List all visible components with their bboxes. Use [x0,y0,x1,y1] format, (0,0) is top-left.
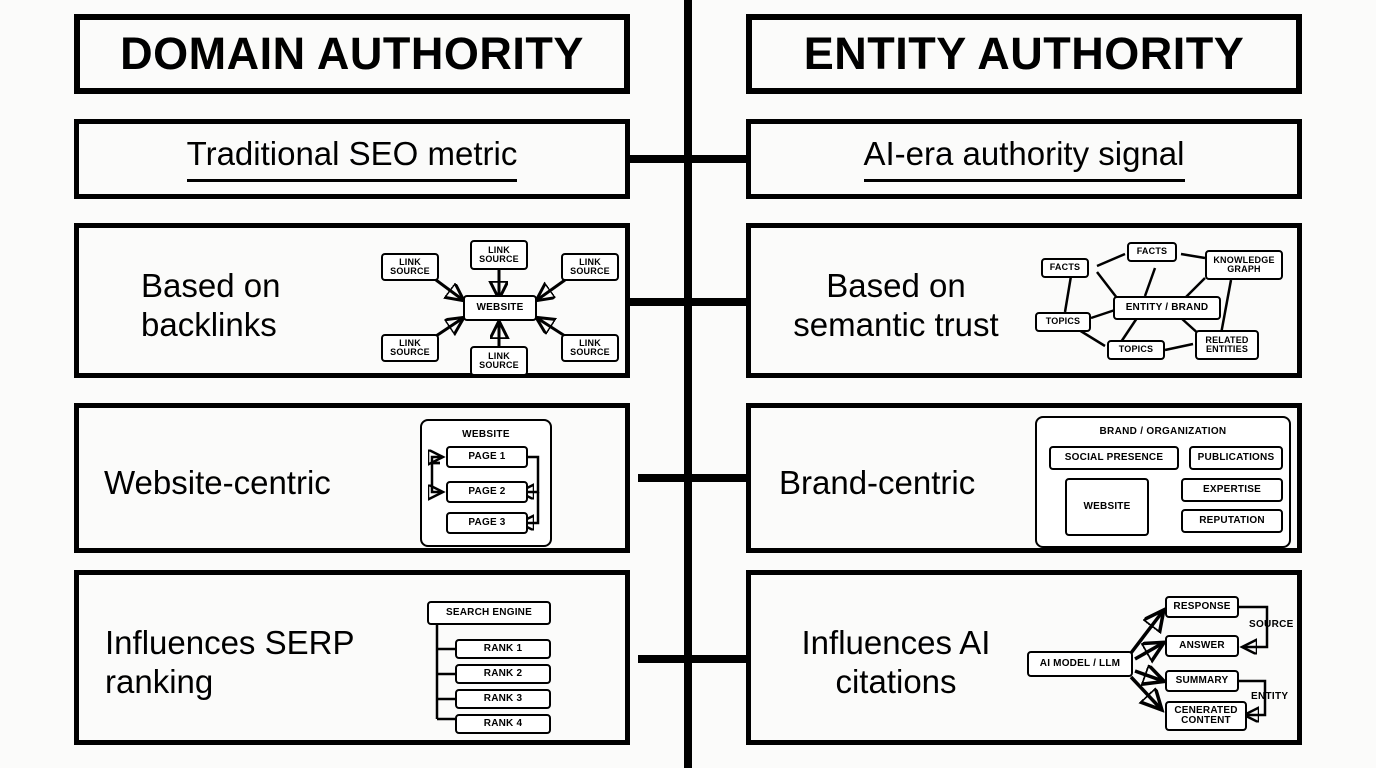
website-page-2: PAGE 2 [446,481,528,503]
ai-root-node: AI MODEL / LLM [1027,651,1133,677]
website-page-3: PAGE 3 [446,512,528,534]
right-row-ai-citations: Influences AI citations [746,570,1302,745]
semantic-node-related-entities: RELATED ENTITIES [1195,330,1259,360]
backlink-source-2: LINK SOURCE [470,240,528,270]
ai-edge-label-source: SOURCE [1249,619,1294,630]
semantic-node-topics-bottom: TOPICS [1107,340,1165,360]
ai-output-answer: ANSWER [1165,635,1239,657]
ai-output-generated-content: CENERATED CONTENT [1165,701,1247,731]
serp-diagram: SEARCH ENGINE RANK 1 RANK 2 RANK 3 RANK … [427,593,617,734]
left-header-box: DOMAIN AUTHORITY [74,14,630,94]
backlinks-website-node: WEBSITE [463,295,537,321]
serp-rank-2: RANK 2 [455,664,551,684]
ai-citations-edges [1129,605,1269,736]
left-row-serp: Influences SERP ranking SEARCH ENGINE RA… [74,570,630,745]
backlinks-edges [435,270,566,348]
left-subtitle-text: Traditional SEO metric [79,124,625,194]
connector-row-4 [638,655,750,663]
website-frame-title: WEBSITE [462,429,510,440]
right-subtitle-box: AI-era authority signal [746,119,1302,199]
website-page-1: PAGE 1 [446,446,528,468]
backlink-source-3: LINK SOURCE [561,253,619,281]
ai-citations-diagram: AI MODEL / LLM RESPONSE ANSWER SUMMARY C… [1027,591,1299,736]
serp-rank-4: RANK 4 [455,714,551,734]
right-row-brand-centric: Brand-centric BRAND / ORGANIZATION SOCIA… [746,403,1302,553]
brand-frame-title: BRAND / ORGANIZATION [1099,426,1227,437]
backlink-source-4: LINK SOURCE [381,334,439,362]
ai-output-response: RESPONSE [1165,596,1239,618]
right-subtitle-label: AI-era authority signal [863,136,1185,182]
serp-rank-1: RANK 1 [455,639,551,659]
left-row-website-centric-label: Website-centric [104,463,331,501]
left-header-title: DOMAIN AUTHORITY [120,28,584,79]
connector-row-2 [630,298,750,306]
left-subtitle-box: Traditional SEO metric [74,119,630,199]
left-row-serp-label: Influences SERP ranking [105,623,355,700]
ai-output-summary: SUMMARY [1165,670,1239,692]
left-row-backlinks: Based on backlinks [74,223,630,378]
semantic-node-knowledge-graph: KNOWLEDGE GRAPH [1205,250,1283,280]
right-subtitle-text: AI-era authority signal [751,124,1297,194]
brand-centric-diagram: BRAND / ORGANIZATION SOCIAL PRESENCE PUB… [1035,414,1297,552]
semantic-node-facts-left: FACTS [1041,258,1089,278]
serp-rank-3: RANK 3 [455,689,551,709]
backlinks-diagram: LINK SOURCE LINK SOURCE LINK SOURCE WEBS… [375,238,619,376]
semantic-node-facts-top: FACTS [1127,242,1177,262]
semantic-trust-diagram: FACTS FACTS KNOWLEDGE GRAPH ENTITY / BRA… [1029,236,1295,372]
right-header-box: ENTITY AUTHORITY [746,14,1302,94]
semantic-trust-edges [1063,252,1233,352]
brand-item-reputation: REPUTATION [1181,509,1283,533]
serp-edges [435,623,455,721]
website-centric-diagram: WEBSITE PAGE 1 PAGE 2 PAGE 3 [416,417,556,549]
center-spine [684,0,692,768]
connector-row-3 [638,474,750,482]
brand-item-publications: PUBLICATIONS [1189,446,1283,470]
brand-item-website: WEBSITE [1065,478,1149,536]
left-row-website-centric: Website-centric WEBSITE PAGE 1 PAGE 2 PA [74,403,630,553]
left-subtitle-label: Traditional SEO metric [186,136,518,182]
right-row-brand-centric-label: Brand-centric [779,463,976,501]
serp-root-node: SEARCH ENGINE [427,601,551,625]
semantic-node-entity-brand: ENTITY / BRAND [1113,296,1221,320]
backlink-source-5: LINK SOURCE [470,346,528,376]
left-row-backlinks-label: Based on backlinks [141,266,281,343]
brand-item-expertise: EXPERTISE [1181,478,1283,502]
backlink-source-6: LINK SOURCE [561,334,619,362]
ai-edge-label-entity: ENTITY [1251,691,1289,702]
brand-item-social-presence: SOCIAL PRESENCE [1049,446,1179,470]
right-row-semantic-trust-label: Based on semantic trust [793,266,999,343]
right-row-ai-citations-label: Influences AI citations [801,623,991,700]
connector-row-1 [630,155,750,163]
backlink-source-1: LINK SOURCE [381,253,439,281]
right-row-semantic-trust: Based on semantic trust [746,223,1302,378]
right-header-title: ENTITY AUTHORITY [803,28,1245,79]
semantic-node-topics-left: TOPICS [1035,312,1091,332]
